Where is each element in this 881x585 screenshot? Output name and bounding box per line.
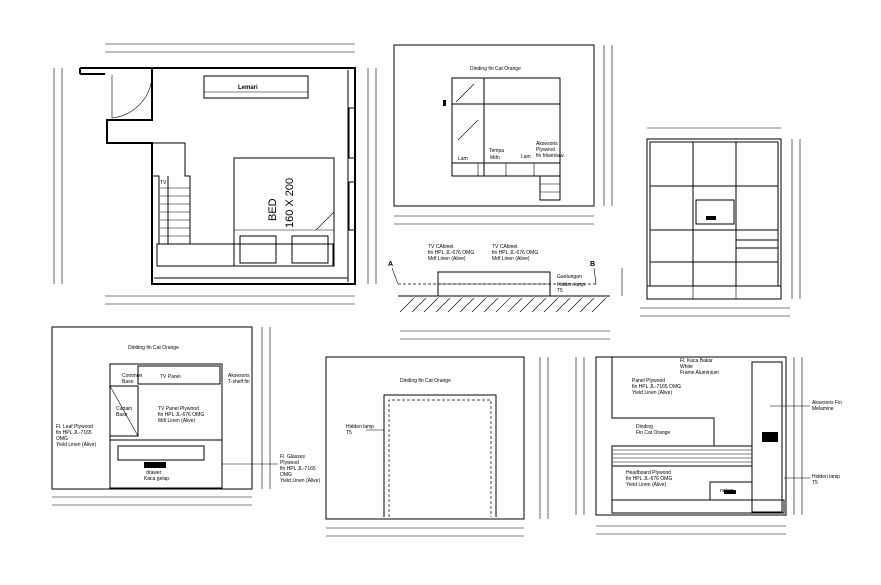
section-note-1: Gantungan (557, 274, 582, 280)
tv-wall-frame (51, 326, 253, 490)
side-note-1: Fl. Leaf Plywood (56, 424, 93, 430)
plan-dimensions (53, 43, 377, 305)
curtain-1: Curtain (116, 406, 132, 412)
plan-tv-label: TV (160, 180, 167, 186)
pillow-left (239, 235, 277, 264)
head-board-2: fin HPL JL-676 OMG (626, 476, 672, 482)
door-wall-elevation: Dinding fin Cat Orange Hidden lamp T5 (325, 356, 549, 537)
panel-note-2: fin HPL JL-676 OMG (158, 412, 204, 418)
tv-wall-bottom-1: drawer (146, 470, 162, 476)
front-note-1: Aksesoris (536, 141, 558, 147)
door-note-2: T5 (346, 430, 352, 436)
tv-cabinet-2-fin: fin HPL JL-676 OMG (492, 250, 538, 256)
wardrobe-label: Lemari (238, 85, 258, 91)
front-note-2: Plywood (536, 147, 555, 153)
tv-cabinet-1-sub: Mdf Linen (Alive) (428, 256, 466, 262)
head-board-3: Yield Linen (Alive) (626, 482, 666, 488)
window-right-lower (348, 181, 356, 231)
tv-cabinet-2-sub: Mdf Linen (Alive) (492, 256, 530, 262)
front-lamp-right: Lam (521, 154, 531, 160)
front-lamp-left: Lam (458, 156, 468, 162)
tv-cabinet-1: TV CAbinet (428, 244, 454, 250)
door-swing (111, 75, 153, 119)
plan-walls (80, 67, 356, 285)
bed-label: BED (267, 198, 279, 221)
head-wall-2: Fin Cat Orange (636, 430, 670, 436)
tv-wall-left-note-2: Base (122, 379, 134, 385)
panel-note-3: Mdl Linen (Alive) (158, 418, 196, 424)
far-note-4: OMG (280, 472, 292, 478)
door-opening (383, 394, 497, 517)
head-lamp-2: T5 (812, 480, 818, 486)
section-note-3: T5 (557, 288, 563, 294)
front-elevation: Dinding fin Cat Orange Lam Tempa Mdn Lam… (393, 44, 613, 225)
tv-cabinet-1-fin: fin HPL JL-676 OMG (428, 250, 474, 256)
pillow-right (291, 235, 329, 264)
front-note-3: fin hitam/ww (536, 153, 564, 159)
tv-wall-right-note-1: Aksesoris (228, 373, 250, 379)
head-panel-3: Yield Linen (Alive) (632, 390, 672, 396)
curtain-2: Base (116, 412, 128, 418)
far-note-3: fin HPL JL-7165 (280, 466, 316, 472)
far-note-1: Fl. Glasses (280, 454, 306, 460)
head-lamp-1: Hidden lamp (812, 474, 840, 480)
head-panel-2: fin HPL JL-7165 OMG (632, 384, 681, 390)
wardrobe (203, 75, 309, 99)
tv-wall-title: Dinding fin Cat Orange (128, 345, 179, 351)
section-marker-a: A (388, 261, 393, 268)
front-center-label2: Mdn (490, 155, 500, 161)
door-note-1: Hidden lamp (346, 424, 374, 430)
side-note-2: fin HPL JL-7165 (56, 430, 92, 436)
door-wall-frame (325, 356, 525, 520)
floor-plan: Lemari TV BED 160 X 200 (53, 43, 377, 305)
headboard-elevation: Fl. Kaca Bakar White Frame Aluminium Pan… (575, 356, 842, 535)
section-marker-b: B (590, 261, 595, 268)
wardrobe-elevation (640, 127, 801, 317)
head-bottom-1: nakas (720, 488, 734, 494)
front-center-label: Tempa (489, 148, 504, 154)
head-top-1: Fl. Kaca Bakar (680, 358, 713, 364)
head-top-3: Frame Aluminium (680, 370, 719, 376)
section-ab: A B TV CAbinet fin HPL JL-676 OMG Mdf Li… (388, 244, 623, 340)
section-note-2: Hidden lamp (557, 282, 585, 288)
side-note-3: OMG (56, 436, 68, 442)
door-wall-title: Dinding fin Cat Orange (400, 378, 451, 384)
head-wall-1: Dinding (636, 424, 653, 430)
far-note-5: Yield Linen (Alive) (280, 478, 320, 484)
elevation-frame (393, 44, 595, 207)
tv-wall-bottom-2: Kaca gelap (144, 476, 169, 482)
front-elevation-title: Dinding fin Cat Orange (470, 66, 521, 72)
tv-wall-elevation: Dinding fin Cat Orange TV Panel Common B… (51, 326, 320, 506)
tv-cabinet-2: TV CAbinet (492, 244, 518, 250)
head-top-2: White (680, 364, 693, 370)
head-panel-1: Panel Plywood (632, 378, 665, 384)
far-note-2: Plywood (280, 460, 299, 466)
head-board-1: Headboard Plywood (626, 470, 671, 476)
stair-block (151, 142, 191, 245)
tv-panel-label: TV Panel (160, 374, 181, 380)
window-right-upper (348, 107, 356, 159)
head-right-2: Melamine (812, 406, 834, 412)
headboard-frame (595, 356, 787, 516)
bed-size: 160 X 200 (284, 178, 296, 228)
side-note-4: Yield Linen (Alive) (56, 442, 96, 448)
head-right-1: Aksesoris Fin (812, 400, 842, 406)
tv-wall-left-note-1: Common (122, 373, 143, 379)
panel-note-1: TV Panel Plywood (158, 406, 199, 412)
tv-wall-right-note-2: T-shelf fin (228, 379, 250, 385)
